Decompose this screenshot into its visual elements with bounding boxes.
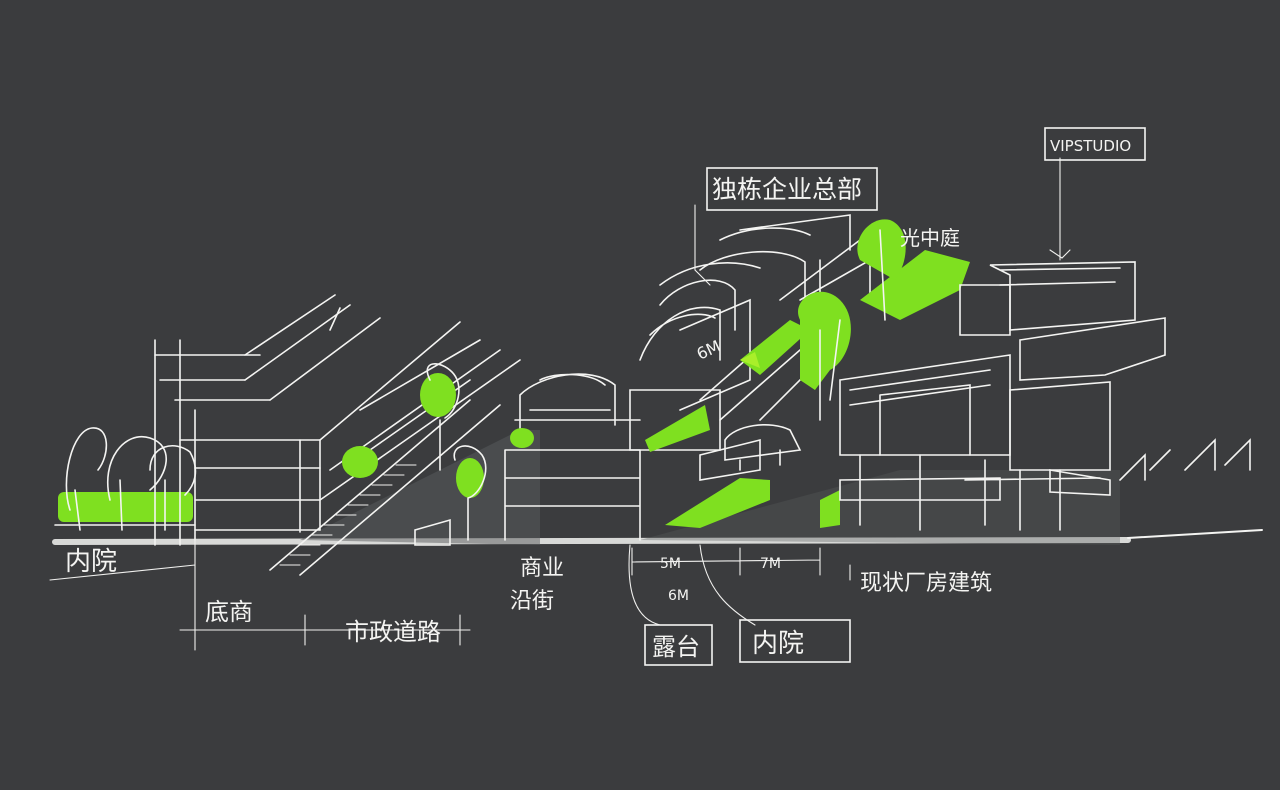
central-greenery [645, 219, 970, 528]
vip-studio-blocks [839, 261, 1251, 531]
dim-7m-label: 7M [760, 556, 781, 572]
dim-5m-label: 5M [660, 556, 681, 572]
commercial-street-building [504, 373, 641, 541]
courtyard-trees [54, 427, 197, 531]
dimension-lines [49, 157, 1071, 651]
courtyard-label: 内院 [752, 629, 804, 659]
base-retail-building [154, 294, 461, 546]
central-stepped-blocks [629, 214, 871, 481]
existing-factory-label: 现状厂房建筑 [860, 571, 992, 596]
dim-6m-lower-label: 6M [668, 588, 689, 604]
commercial-street-label-2: 沿街 [510, 589, 554, 614]
label-boxes [644, 127, 1146, 666]
commercial-street-label-1: 商业 [520, 556, 564, 581]
base-retail-label: 底商 [205, 598, 253, 626]
dim-6m-upper-label: 6M [694, 336, 724, 363]
light-well-label: 光中庭 [900, 226, 960, 250]
terrace-label: 露台 [652, 633, 700, 661]
municipal-road [269, 339, 521, 576]
vip-studio-label: VIPSTUDIO [1050, 137, 1131, 155]
municipal-road-label: 市政道路 [345, 618, 441, 646]
hq-label: 独栋企业总部 [712, 175, 862, 204]
inner-court-label: 内院 [65, 547, 117, 577]
